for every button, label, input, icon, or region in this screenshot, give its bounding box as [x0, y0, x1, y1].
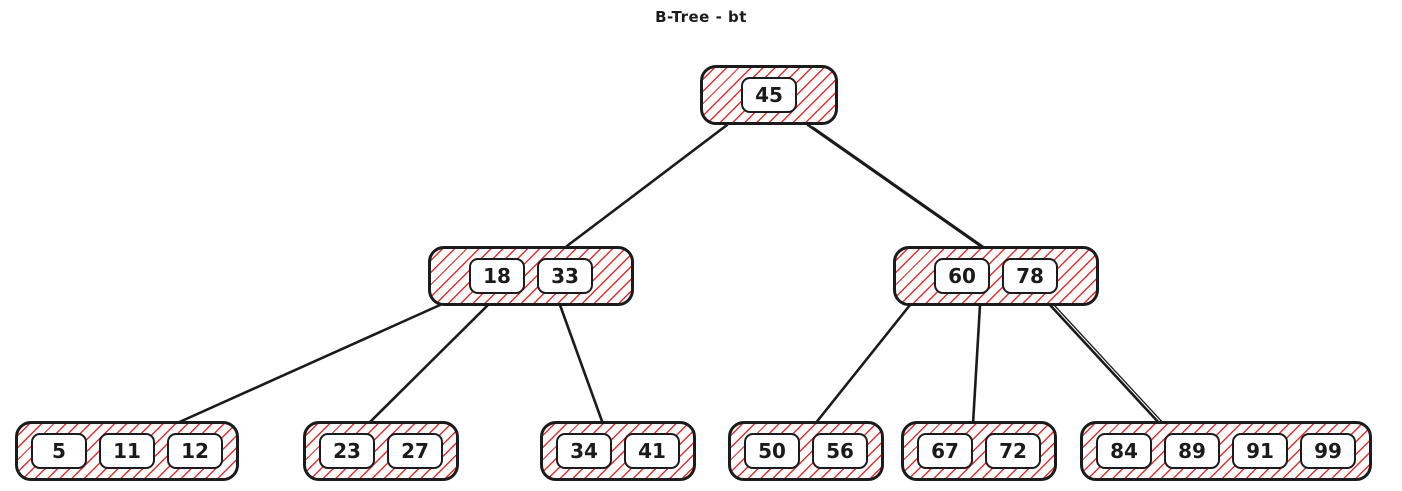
edge-right-internal-to-leaf-6 [1048, 303, 1162, 426]
btree-key: 45 [741, 77, 797, 113]
btree-key: 56 [812, 433, 868, 469]
btree-key: 89 [1164, 433, 1220, 469]
edge-right-internal-to-leaf-5 [971, 303, 982, 426]
btree-key: 50 [744, 433, 800, 469]
edge-right-internal-to-leaf-6-doubled [1054, 305, 1166, 426]
btree-key: 78 [1002, 258, 1058, 294]
btree-key: 72 [985, 433, 1041, 469]
btree-node-leaf-6: 84 89 91 99 [1080, 421, 1372, 481]
btree-key: 60 [934, 258, 990, 294]
btree-key: 41 [624, 433, 680, 469]
btree-key: 11 [99, 433, 155, 469]
btree-node-leaf-5: 67 72 [901, 421, 1057, 481]
btree-key: 18 [469, 258, 525, 294]
btree-node-internal-left: 18 33 [428, 246, 634, 306]
btree-node-leaf-1: 5 11 12 [15, 421, 239, 481]
edge-root-to-right-internal-doubled [812, 126, 991, 252]
edge-left-internal-to-leaf-2 [366, 303, 490, 426]
edge-root-to-left-internal [565, 123, 729, 248]
btree-key: 67 [917, 433, 973, 469]
btree-node-internal-right: 60 78 [893, 246, 1099, 306]
btree-node-leaf-3: 34 41 [540, 421, 696, 481]
btree-key: 23 [319, 433, 375, 469]
btree-key: 5 [31, 433, 87, 469]
edge-right-internal-to-leaf-4 [813, 303, 912, 426]
btree-key: 99 [1300, 433, 1356, 469]
btree-key: 12 [167, 433, 223, 469]
btree-key: 91 [1232, 433, 1288, 469]
btree-key: 84 [1096, 433, 1152, 469]
btree-key: 33 [537, 258, 593, 294]
diagram-title: B-Tree - bt [655, 8, 747, 26]
btree-node-leaf-4: 50 56 [728, 421, 884, 481]
btree-node-leaf-2: 23 27 [303, 421, 459, 481]
btree-key: 34 [556, 433, 612, 469]
edge-left-internal-to-leaf-3 [558, 303, 605, 426]
btree-key: 27 [387, 433, 443, 469]
edge-root-to-right-internal [806, 123, 987, 251]
btree-node-root: 45 [700, 65, 838, 125]
edge-left-internal-to-leaf-1 [173, 303, 442, 426]
